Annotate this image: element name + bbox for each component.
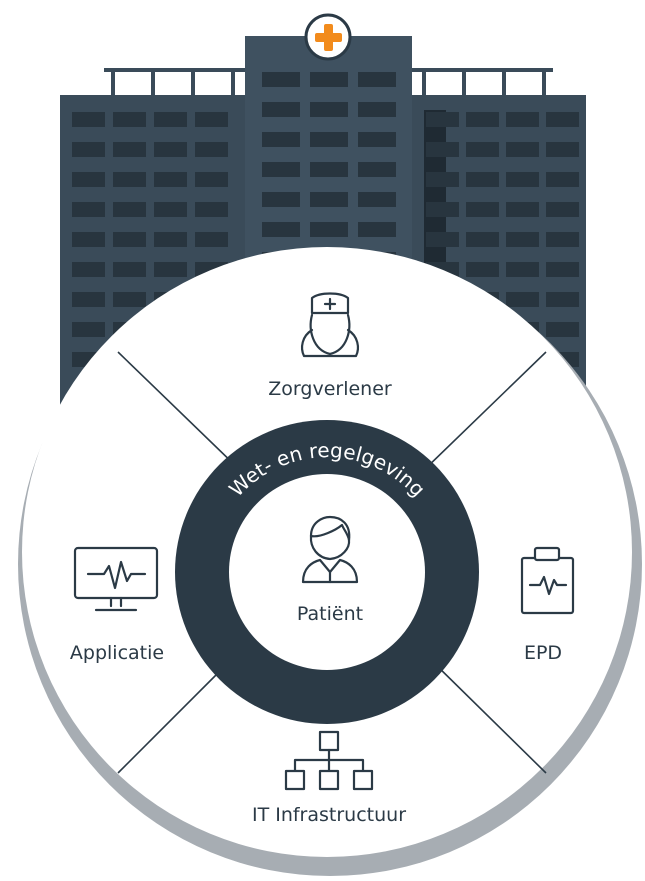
building-window xyxy=(426,172,459,187)
network-hierarchy-icon xyxy=(284,730,374,791)
building-window xyxy=(195,172,228,187)
building-window xyxy=(546,112,579,127)
building-window xyxy=(426,232,459,247)
building-window xyxy=(72,112,105,127)
building-window xyxy=(466,202,499,217)
building-window xyxy=(358,72,396,87)
building-window xyxy=(546,142,579,157)
building-window xyxy=(154,232,187,247)
building-window xyxy=(546,232,579,247)
building-window xyxy=(154,112,187,127)
building-window xyxy=(426,112,459,127)
building-window xyxy=(113,232,146,247)
building-window xyxy=(506,262,539,277)
building-window xyxy=(466,172,499,187)
building-window xyxy=(506,112,539,127)
building-window xyxy=(72,172,105,187)
building-window xyxy=(310,222,348,237)
segment-dividers xyxy=(117,351,547,774)
center-label-patient: Patiënt xyxy=(296,603,364,625)
building-window xyxy=(358,222,396,237)
building-window xyxy=(113,202,146,217)
building-window xyxy=(72,232,105,247)
building-window xyxy=(466,142,499,157)
building-window xyxy=(426,142,459,157)
building-window xyxy=(195,202,228,217)
building-window xyxy=(546,292,579,307)
building-window xyxy=(358,192,396,207)
building-window xyxy=(426,202,459,217)
building-window xyxy=(113,112,146,127)
building-window xyxy=(195,112,228,127)
building-window xyxy=(506,292,539,307)
segment-label-epd: EPD xyxy=(523,642,563,664)
building-window xyxy=(113,292,146,307)
building-window xyxy=(154,262,187,277)
building-window xyxy=(262,132,300,147)
segment-label-applicatie: Applicatie xyxy=(69,642,165,664)
building-window xyxy=(358,102,396,117)
building-window xyxy=(310,132,348,147)
building-window xyxy=(546,202,579,217)
building-window xyxy=(546,262,579,277)
clipboard-heartbeat-icon xyxy=(520,546,575,615)
building-window xyxy=(262,222,300,237)
building-window xyxy=(72,262,105,277)
building-window xyxy=(506,232,539,247)
building-window xyxy=(72,292,105,307)
monitor-heartbeat-icon xyxy=(73,546,159,612)
building-window xyxy=(466,112,499,127)
hospital-cross-icon xyxy=(304,13,352,61)
segment-label-it-infrastructuur: IT Infrastructuur xyxy=(251,804,407,826)
building-window xyxy=(113,142,146,157)
patient-core xyxy=(229,474,425,670)
building-window xyxy=(262,192,300,207)
building-window xyxy=(195,232,228,247)
building-window xyxy=(358,132,396,147)
building-window xyxy=(310,162,348,177)
building-window xyxy=(195,142,228,157)
building-window xyxy=(546,322,579,337)
building-window xyxy=(546,172,579,187)
building-window xyxy=(310,72,348,87)
building-window xyxy=(72,142,105,157)
building-window xyxy=(466,232,499,247)
building-window xyxy=(262,72,300,87)
patient-icon xyxy=(301,515,359,584)
nurse-icon xyxy=(301,292,359,358)
roof-railing-left xyxy=(104,68,245,96)
building-window xyxy=(506,142,539,157)
segment-label-zorgverlener: Zorgverlener xyxy=(268,378,392,400)
building-window xyxy=(466,262,499,277)
building-window xyxy=(506,172,539,187)
roof-railing-right xyxy=(412,68,553,96)
building-window xyxy=(262,102,300,117)
building-window xyxy=(262,162,300,177)
building-window xyxy=(113,262,146,277)
building-window xyxy=(154,142,187,157)
building-window xyxy=(154,172,187,187)
building-window xyxy=(72,202,105,217)
building-window xyxy=(113,172,146,187)
building-window xyxy=(72,322,105,337)
building-window xyxy=(154,202,187,217)
building-window xyxy=(310,192,348,207)
building-window xyxy=(310,102,348,117)
building-window xyxy=(358,162,396,177)
building-window xyxy=(506,202,539,217)
